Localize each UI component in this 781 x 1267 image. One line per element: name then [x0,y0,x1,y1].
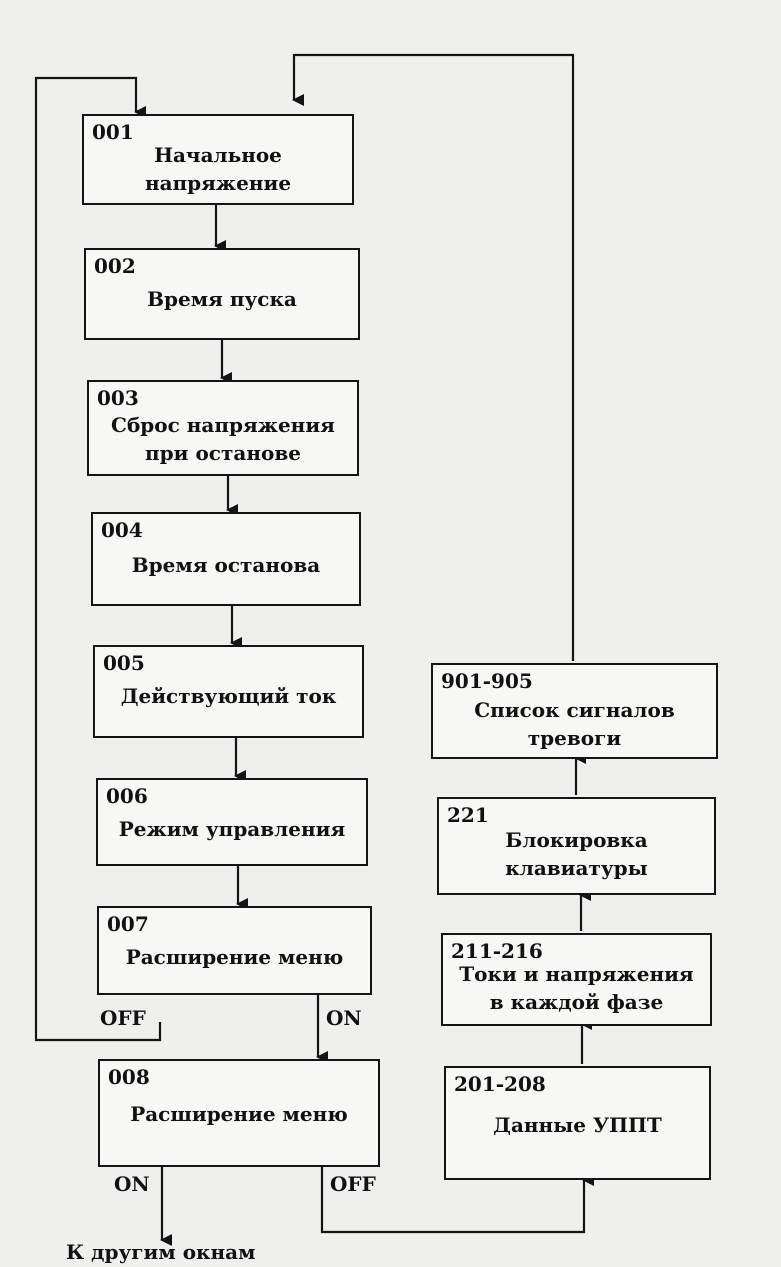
box-title-line1: Время пуска [147,287,297,311]
label-off-008: OFF [330,1172,376,1196]
box-title-line1: Блокировка [505,828,648,852]
box-code: 008 [108,1065,150,1089]
box-title-line1: Режим управления [118,817,346,841]
loop-off-007 [34,76,162,1042]
box-201-208: 201-208 Данные УППТ [444,1066,711,1180]
box-001: 001 Начальное напряжение [82,114,354,205]
box-title-line1: Токи и напряжения [459,962,694,986]
box-title-line1: Расширение меню [125,945,344,969]
box-code: 006 [106,784,148,808]
loop-901-top [292,53,575,661]
box-title-line1: Действующий ток [120,684,337,708]
box-006: 006 Режим управления [96,778,368,866]
box-title-line1: Список сигналов [474,698,675,722]
box-code: 005 [103,651,145,675]
box-title-line2: тревоги [527,726,622,750]
label-on-007: ON [326,1006,362,1030]
box-007: 007 Расширение меню [97,906,372,995]
box-code: 003 [97,386,139,410]
box-title-line2: клавиатуры [505,856,648,880]
box-211-216: 211-216 Токи и напряжения в каждой фазе [441,933,712,1026]
box-004: 004 Время останова [91,512,361,606]
box-901-905: 901-905 Список сигналов тревоги [431,663,718,759]
box-title-line2: напряжение [144,171,292,195]
label-exit: К другим окнам [66,1240,256,1264]
box-005: 005 Действующий ток [93,645,364,738]
box-title-line1: Сброс напряжения [111,413,335,437]
box-title-line1: Данные УППТ [493,1113,662,1137]
box-code: 221 [447,803,489,827]
label-off-007: OFF [100,1006,146,1030]
box-code: 004 [101,518,143,542]
box-code: 901-905 [441,669,533,693]
box-title-line1: Расширение меню [130,1102,348,1126]
box-title-line1: Время останова [131,553,321,577]
box-code: 002 [94,254,136,278]
box-title-line2: при останове [145,441,301,465]
box-008: 008 Расширение меню [98,1059,380,1167]
box-code: 211-216 [451,939,543,963]
box-title-line1: Начальное [154,143,282,167]
box-title-line2: в каждой фазе [489,990,664,1014]
arrow-008-201 [320,1166,594,1234]
label-on-008: ON [114,1172,150,1196]
box-221: 221 Блокировка клавиатуры [437,797,716,895]
box-002: 002 Время пуска [84,248,360,340]
box-code: 007 [107,912,149,936]
box-003: 003 Сброс напряжения при останове [87,380,359,476]
box-code: 001 [92,120,134,144]
box-code: 201-208 [454,1072,546,1096]
